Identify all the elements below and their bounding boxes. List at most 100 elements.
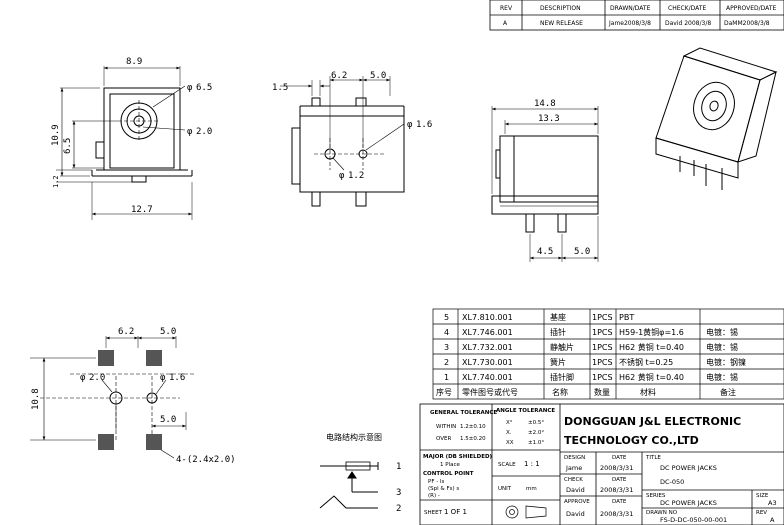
bom-cell-r1-c3: 1PCS	[592, 328, 613, 337]
bom-cell-r1-c4: H59-1黄铜φ=1.6	[619, 327, 684, 337]
circuit-pin-3: 3	[396, 488, 401, 498]
bom-cell-r4-c5: 电镀：锡	[706, 372, 738, 382]
side-view	[280, 76, 405, 207]
bom-cell-r1-c2: 插针	[550, 327, 566, 337]
tb-design-name: Jame	[565, 464, 582, 472]
dim-pcb-dia-right-symbol: φ	[160, 373, 166, 383]
dim-pcb-dia-left-symbol: φ	[80, 373, 86, 383]
bom-cell-r0-c3: 1PCS	[592, 313, 613, 322]
bom-cell-r2-c2: 静触片	[550, 342, 574, 352]
tb-check-date-label: DATE	[612, 477, 627, 483]
pcb-layout	[30, 336, 194, 459]
dim-front-dia-pin: 2.0	[196, 127, 212, 137]
dim-side-left: 1.5	[272, 83, 288, 93]
dim-pcb-dia-right: 1.6	[169, 373, 185, 383]
title-block-grid	[419, 403, 784, 525]
tb-title-label: TITLE	[645, 455, 661, 461]
bom-header-c3: 数量	[594, 387, 610, 397]
dim-front-dia-top-symbol: φ	[187, 83, 193, 93]
tb-angle-2-val: ±1.0°	[528, 440, 544, 446]
back-view	[491, 106, 599, 262]
dim-back-inner: 13.3	[538, 114, 560, 124]
tb-sheet-val: 1 OF 1	[444, 508, 467, 516]
bom-cell-r3-c4: 不锈钢 t=0.25	[619, 357, 673, 367]
pcb-pads	[98, 350, 162, 450]
tb-drawing-no: FS-D-DC-050-00-001	[660, 516, 727, 524]
tb-sheet-label: SHEET	[424, 510, 443, 516]
tb-drawing-label: DRAWN NO	[646, 510, 678, 516]
bom-cell-r2-c3: 1PCS	[592, 343, 613, 352]
dim-pcb-height: 10.8	[31, 388, 41, 410]
rev-row-drawn: Jame2008/3/8	[608, 20, 651, 27]
dim-back-pin-right: 5.0	[574, 247, 590, 257]
rev-header-rev: REV	[500, 5, 513, 12]
tb-approve-label: APPROVE	[564, 499, 590, 505]
bom-cell-r2-c0: 3	[444, 343, 449, 352]
bom-cell-r0-c0: 5	[444, 313, 449, 322]
tb-control-line1: PF - ls	[428, 479, 444, 485]
dim-front-height: 10.9	[51, 124, 61, 146]
bom-cell-r4-c4: H62 黄铜 t=0.40	[619, 372, 684, 382]
rev-row-desc: NEW RELEASE	[540, 20, 583, 27]
tb-series-val: DC POWER JACKS	[660, 499, 717, 507]
bom-cell-r3-c2: 簧片	[550, 357, 566, 367]
tb-approve-name: David	[566, 510, 585, 518]
dim-pcb-top-right: 5.0	[160, 327, 176, 337]
tb-unit-label: UNIT	[498, 486, 512, 492]
bom-cell-r4-c2: 插针脚	[550, 372, 574, 382]
tb-scale-label: SCALE	[498, 462, 516, 468]
projection-symbol	[505, 505, 547, 519]
dim-pcb-dia-left: 2.0	[89, 373, 105, 383]
tb-company-line2: TECHNOLOGY CO.,LTD	[564, 434, 699, 447]
dim-front-base: 1.2	[52, 175, 60, 188]
tb-design-label: DESIGN	[564, 455, 585, 461]
dim-pcb-pads: 4-(2.4x2.0)	[176, 455, 236, 465]
rev-header-desc: DESCRIPTION	[540, 5, 581, 12]
isometric-view	[655, 47, 778, 190]
tb-scale-val: 1 : 1	[524, 460, 540, 468]
dim-pcb-top-left: 6.2	[118, 327, 134, 337]
bom-table-grid	[432, 308, 784, 400]
dim-side-dia-left-symbol: φ	[339, 171, 345, 181]
tb-major-val: 1 Place	[440, 462, 460, 468]
bom-cell-r1-c1: XL7.746.001	[462, 328, 513, 337]
tb-angle-1-key: X.	[506, 430, 512, 436]
tb-check-date: 2008/3/31	[600, 486, 633, 494]
dim-back-pin-left: 4.5	[537, 247, 553, 257]
tb-unit-val: mm	[526, 486, 537, 492]
tb-angle-2-key: XX	[506, 440, 514, 446]
bom-header-c2: 名称	[552, 387, 568, 397]
rev-header-drawn: DRAWN/DATE	[610, 5, 651, 12]
bom-cell-r2-c5: 电镀：锡	[706, 342, 738, 352]
dim-side-mid: 6.2	[331, 71, 347, 81]
tb-control-line3: (R) -	[428, 493, 440, 499]
tb-angle-0-key: X°	[506, 420, 513, 426]
circuit-pin-1: 1	[396, 462, 401, 472]
tb-angle-0-val: ±0.5°	[528, 420, 544, 426]
bom-cell-r4-c3: 1PCS	[592, 373, 613, 382]
bom-cell-r3-c0: 2	[444, 358, 449, 367]
tb-check-label: CHECK	[564, 477, 583, 483]
bom-header-c5: 备注	[720, 387, 736, 397]
bom-header-c4: 材料	[640, 387, 656, 397]
dim-front-bottom: 12.7	[131, 205, 153, 215]
tb-angle-title: ANGLE TOLERANCE	[496, 408, 555, 414]
tb-tol-over-val: 1.5±0.20	[460, 436, 486, 442]
dim-front-dia-pin-symbol: φ	[187, 127, 193, 137]
tb-design-date-label: DATE	[612, 455, 627, 461]
circuit-title: 电路结构示意图	[326, 432, 382, 442]
bom-cell-r2-c1: XL7.732.001	[462, 343, 513, 352]
front-view	[56, 66, 193, 220]
rev-header-approved: APPROVED/DATE	[726, 5, 776, 12]
tb-title-line1: DC POWER JACKS	[660, 464, 717, 472]
tb-approve-date: 2008/3/31	[600, 510, 633, 518]
tb-tolerance-title: GENERAL TOLERANCE	[430, 410, 497, 416]
bom-cell-r2-c4: H62 黄铜 t=0.40	[619, 342, 684, 352]
bom-header-c0: 序号	[436, 387, 452, 397]
dim-side-dia-right: 1.6	[416, 120, 432, 130]
dim-front-width: 8.9	[126, 57, 142, 67]
tb-control-line2: (Spl & Fs) s	[428, 486, 459, 492]
tb-major-title: MAJOR (DB SHIELDED)	[423, 454, 493, 460]
bom-cell-r3-c3: 1PCS	[592, 358, 613, 367]
